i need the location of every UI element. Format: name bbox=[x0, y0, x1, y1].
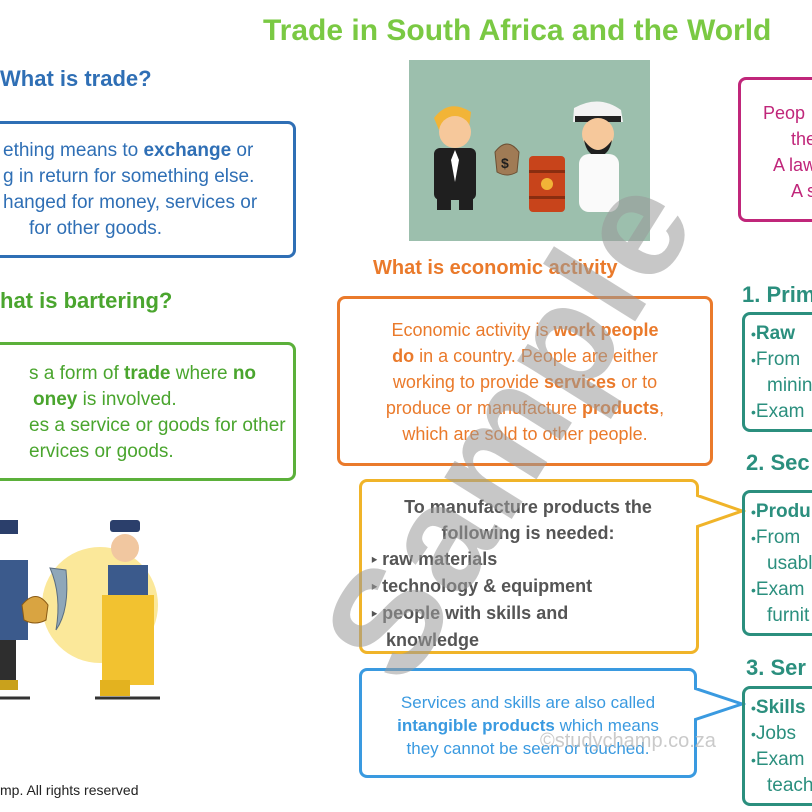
trade-text-4: for other goods. bbox=[29, 218, 163, 239]
barter-illustration bbox=[0, 510, 160, 705]
footer-copyright: mp. All rights reserved bbox=[0, 782, 139, 798]
intangible-box: Services and skills are also called inta… bbox=[359, 668, 697, 778]
list-item: Produ bbox=[751, 499, 812, 525]
barter-text-1b: trade bbox=[124, 363, 171, 384]
trade-text-3: hanged for money, services or bbox=[3, 192, 258, 213]
manufacture-text-1c: products the bbox=[537, 497, 652, 517]
list-item: Exam bbox=[751, 747, 812, 773]
pink-text-1: Peop bbox=[763, 103, 806, 123]
pink-text-3: A law bbox=[773, 155, 812, 175]
intangible-text-2b: which means bbox=[554, 716, 659, 735]
barter-text-2b: is involved. bbox=[77, 389, 177, 410]
pink-text-4: A s bbox=[791, 181, 812, 201]
list-item: people with skills and bbox=[370, 600, 686, 627]
economic-text-2b: in a country. People are either bbox=[414, 346, 658, 366]
barter-text-4: ervices or goods. bbox=[29, 441, 174, 462]
list-item: Raw bbox=[751, 321, 812, 347]
pink-box: Peop the A law A s bbox=[738, 77, 812, 222]
economic-text-3b: services bbox=[543, 372, 617, 392]
page-title: Trade in South Africa and the World bbox=[263, 14, 772, 47]
trade-heading: What is trade? bbox=[0, 66, 152, 91]
manufacture-box: To manufacture products the following is… bbox=[359, 479, 699, 654]
list-item: Exam bbox=[751, 577, 812, 603]
intangible-text-2a: intangible products bbox=[397, 716, 555, 735]
list-item: From bbox=[751, 525, 812, 551]
list-item: Exam bbox=[751, 399, 812, 425]
barter-text-1c: where bbox=[170, 363, 233, 384]
economic-heading: What is economic activity bbox=[373, 257, 618, 279]
economic-box: Economic activity is work people do in a… bbox=[337, 296, 713, 466]
primary-heading: 1. Prim bbox=[742, 282, 812, 307]
secondary-box: Produ From usabl Exam furnit bbox=[742, 490, 812, 636]
secondary-heading: 2. Sec bbox=[746, 450, 810, 475]
barter-text-1d: no bbox=[232, 363, 257, 384]
tertiary-box: Skills Jobs Exam teach bbox=[742, 686, 812, 806]
trade-text-1c: or bbox=[231, 140, 254, 161]
manufacture-text-1b: manufacture bbox=[429, 497, 538, 517]
barter-box: s a form of trade where no oney is invol… bbox=[0, 342, 296, 481]
tertiary-heading: 3. Ser bbox=[746, 655, 806, 680]
economic-text-4a: produce or manufacture bbox=[385, 398, 583, 418]
manufacture-pointer bbox=[696, 495, 746, 529]
economic-text-3a: working to provide bbox=[392, 372, 544, 392]
list-item: minin bbox=[767, 375, 812, 396]
list-item: Jobs bbox=[751, 721, 812, 747]
manufacture-list: raw materials technology & equipment peo… bbox=[370, 546, 686, 654]
barter-heading: hat is bartering? bbox=[0, 288, 173, 313]
economic-text-3c: or to bbox=[616, 372, 658, 392]
barter-text-1a: s a form of bbox=[29, 363, 125, 384]
list-item: technology & equipment bbox=[370, 573, 686, 600]
economic-text-4c: , bbox=[659, 398, 665, 418]
economic-text-5: which are sold to other people. bbox=[402, 424, 648, 444]
manufacture-text-1a: To bbox=[404, 497, 430, 517]
svg-text:$: $ bbox=[501, 155, 509, 171]
economic-text-2a: do bbox=[392, 346, 415, 366]
intangible-text-1: Services and skills are also called bbox=[400, 693, 656, 712]
intangible-text-3: they cannot be seen or touched. bbox=[406, 739, 650, 758]
trade-text-2: g in return for something else. bbox=[3, 166, 255, 187]
list-item: furnit bbox=[767, 605, 810, 626]
list-item: knowledge bbox=[386, 630, 480, 650]
copyright-watermark: ©studychamp.co.za bbox=[540, 730, 716, 752]
list-item: Skills bbox=[751, 695, 812, 721]
trade-text-1b: exchange bbox=[143, 140, 232, 161]
barter-text-3: es a service or goods for other bbox=[29, 415, 286, 436]
manufacture-text-2: following is needed: bbox=[441, 523, 615, 543]
primary-list: Raw From minin Exam bbox=[751, 321, 812, 425]
intangible-pointer bbox=[694, 688, 746, 722]
pink-text-2: the bbox=[791, 129, 812, 149]
list-item: From bbox=[751, 347, 812, 373]
secondary-list: Produ From usabl Exam furnit bbox=[751, 499, 812, 629]
tertiary-list: Skills Jobs Exam teach bbox=[751, 695, 812, 799]
trade-text-1a: ething means to bbox=[3, 140, 144, 161]
economic-text-4b: products bbox=[582, 398, 660, 418]
trade-illustration: $ bbox=[409, 60, 650, 241]
economic-text-1a: Economic activity is bbox=[391, 320, 554, 340]
list-item: raw materials bbox=[370, 546, 686, 573]
list-item: usabl bbox=[767, 553, 812, 574]
economic-text-1b: work people bbox=[553, 320, 659, 340]
trade-box: ething means to exchange or g in return … bbox=[0, 121, 296, 258]
list-item: teach bbox=[767, 775, 812, 796]
barter-text-2a: oney bbox=[33, 389, 78, 410]
primary-box: Raw From minin Exam bbox=[742, 312, 812, 432]
